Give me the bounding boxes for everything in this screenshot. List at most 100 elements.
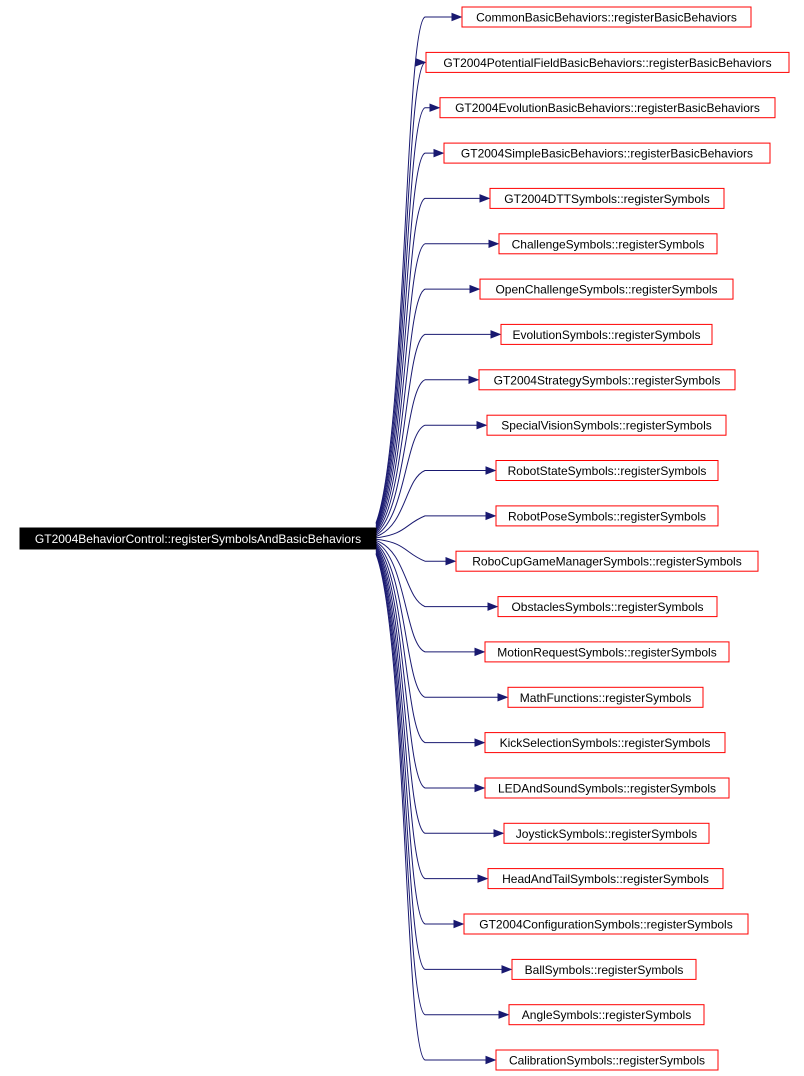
callee-node[interactable]: HeadAndTailSymbols::registerSymbols	[487, 868, 724, 890]
callee-node[interactable]: ObstaclesSymbols::registerSymbols	[497, 596, 718, 618]
call-edge	[375, 551, 502, 970]
root-node-label: GT2004BehaviorControl::registerSymbolsAn…	[35, 532, 361, 546]
call-edge-arrowhead	[474, 647, 486, 657]
callee-node[interactable]: SpecialVisionSymbols::registerSymbols	[486, 414, 727, 436]
callee-node-box	[484, 732, 726, 754]
callee-node-box	[507, 686, 704, 708]
call-edge	[375, 515, 486, 539]
call-nodes: GT2004BehaviorControl::registerSymbolsAn…	[19, 6, 790, 1071]
callee-node[interactable]: OpenChallengeSymbols::registerSymbols	[479, 278, 734, 300]
callee-node[interactable]: GT2004EvolutionBasicBehaviors::registerB…	[439, 97, 776, 119]
callee-node-label: GT2004DTTSymbols::registerSymbols	[504, 192, 709, 206]
call-edge-arrowhead	[493, 829, 505, 838]
call-edge	[375, 544, 475, 744]
call-edge	[375, 542, 498, 698]
callee-node[interactable]: RobotStateSymbols::registerSymbols	[495, 460, 719, 481]
call-edge-arrowhead	[415, 58, 427, 67]
call-edge	[375, 197, 480, 529]
callee-node-label: GT2004ConfigurationSymbols::registerSymb…	[479, 918, 732, 932]
call-edge-arrowhead	[476, 420, 488, 430]
callee-node-box	[495, 1049, 719, 1071]
call-edge	[375, 552, 499, 1016]
call-edge	[375, 243, 489, 530]
callee-node[interactable]: GT2004PotentialFieldBasicBehaviors::regi…	[425, 51, 790, 73]
callee-node[interactable]: BallSymbols::registerSymbols	[511, 958, 697, 980]
callee-node[interactable]: GT2004DTTSymbols::registerSymbols	[489, 187, 725, 209]
callee-node-label: JoystickSymbols::registerSymbols	[516, 827, 697, 841]
call-edge-arrowhead	[479, 194, 491, 203]
call-edge	[375, 549, 454, 925]
callee-node-box	[455, 550, 759, 572]
callee-node-label: RoboCupGameManagerSymbols::registerSymbo…	[472, 555, 741, 569]
callee-node-box	[486, 414, 727, 436]
call-edge-arrowhead	[498, 1010, 510, 1019]
call-edge-arrowhead	[429, 103, 441, 112]
call-edge	[375, 333, 491, 533]
callee-node-box	[479, 278, 734, 300]
callee-node-box	[497, 596, 718, 618]
callee-node[interactable]: LEDAndSoundSymbols::registerSymbols	[484, 777, 730, 799]
call-edge-arrowhead	[501, 965, 513, 974]
callee-node-label: EvolutionSymbols::registerSymbols	[512, 328, 700, 342]
callee-node-label: ChallengeSymbols::registerSymbols	[512, 237, 705, 251]
callee-node-label: GT2004PotentialFieldBasicBehaviors::regi…	[443, 56, 771, 70]
call-edge	[375, 541, 475, 653]
call-edge-arrowhead	[453, 919, 465, 929]
callee-node-label: SpecialVisionSymbols::registerSymbols	[501, 419, 712, 433]
call-edge-arrowhead	[474, 783, 486, 793]
call-edge-arrowhead	[485, 511, 497, 521]
callee-node-box	[495, 460, 719, 481]
callee-node[interactable]: RoboCupGameManagerSymbols::registerSymbo…	[455, 550, 759, 572]
callee-node[interactable]: RobotPoseSymbols::registerSymbols	[495, 505, 719, 527]
callee-node-label: OpenChallengeSymbols::registerSymbols	[495, 283, 717, 297]
callee-node[interactable]: GT2004StrategySymbols::registerSymbols	[478, 369, 736, 391]
callee-node-label: CommonBasicBehaviors::registerBasicBehav…	[476, 11, 737, 25]
callee-node-box	[484, 641, 730, 663]
call-edges	[375, 12, 513, 1065]
call-edge	[375, 379, 469, 535]
callee-node[interactable]: GT2004SimpleBasicBehaviors::registerBasi…	[443, 142, 771, 164]
call-edge	[375, 424, 477, 536]
callee-node-label: LEDAndSoundSymbols::registerSymbols	[498, 782, 716, 796]
callee-node-label: HeadAndTailSymbols::registerSymbols	[502, 872, 709, 886]
callee-node[interactable]: KickSelectionSymbols::registerSymbols	[484, 732, 726, 754]
callee-node-box	[495, 505, 719, 527]
callee-node-label: KickSelectionSymbols::registerSymbols	[500, 736, 711, 750]
callee-node[interactable]: MotionRequestSymbols::registerSymbols	[484, 641, 730, 663]
callee-node-box	[463, 913, 749, 935]
callee-node[interactable]: AngleSymbols::registerSymbols	[508, 1004, 705, 1026]
callee-node[interactable]: JoystickSymbols::registerSymbols	[503, 822, 710, 844]
call-edge-arrowhead	[474, 738, 486, 747]
call-edge-arrowhead	[477, 874, 489, 883]
callee-node-label: BallSymbols::registerSymbols	[525, 963, 684, 977]
call-edge	[375, 288, 470, 532]
call-edge-arrowhead	[445, 556, 457, 566]
call-edge-arrowhead	[433, 148, 445, 158]
call-edge	[375, 538, 446, 562]
callee-node[interactable]: CalibrationSymbols::registerSymbols	[495, 1049, 719, 1071]
call-edge-arrowhead	[497, 693, 509, 702]
callee-node[interactable]: EvolutionSymbols::registerSymbols	[500, 323, 713, 345]
callee-node[interactable]: CommonBasicBehaviors::registerBasicBehav…	[461, 6, 752, 28]
callee-node-box	[511, 958, 697, 980]
callee-node-label: GT2004EvolutionBasicBehaviors::registerB…	[455, 101, 760, 115]
callee-node[interactable]: GT2004ConfigurationSymbols::registerSymb…	[463, 913, 749, 935]
call-edge-arrowhead	[485, 1055, 497, 1065]
call-edge	[375, 545, 475, 789]
callee-node-box	[508, 1004, 705, 1026]
callee-node-label: CalibrationSymbols::registerSymbols	[509, 1054, 705, 1068]
call-edge	[375, 61, 426, 525]
callee-node-label: MotionRequestSymbols::registerSymbols	[497, 645, 716, 659]
callee-node[interactable]: MathFunctions::registerSymbols	[507, 686, 704, 708]
callee-node-box	[500, 323, 713, 345]
call-edge-arrowhead	[488, 239, 500, 249]
callee-node-label: GT2004SimpleBasicBehaviors::registerBasi…	[461, 147, 753, 161]
call-edge	[375, 553, 486, 1061]
callee-node-box	[489, 187, 725, 209]
root-node[interactable]: GT2004BehaviorControl::registerSymbolsAn…	[19, 527, 377, 550]
callee-node-box	[487, 868, 724, 890]
callee-node-box	[503, 822, 710, 844]
call-edge-arrowhead	[487, 602, 499, 611]
callee-node[interactable]: ChallengeSymbols::registerSymbols	[498, 233, 718, 255]
